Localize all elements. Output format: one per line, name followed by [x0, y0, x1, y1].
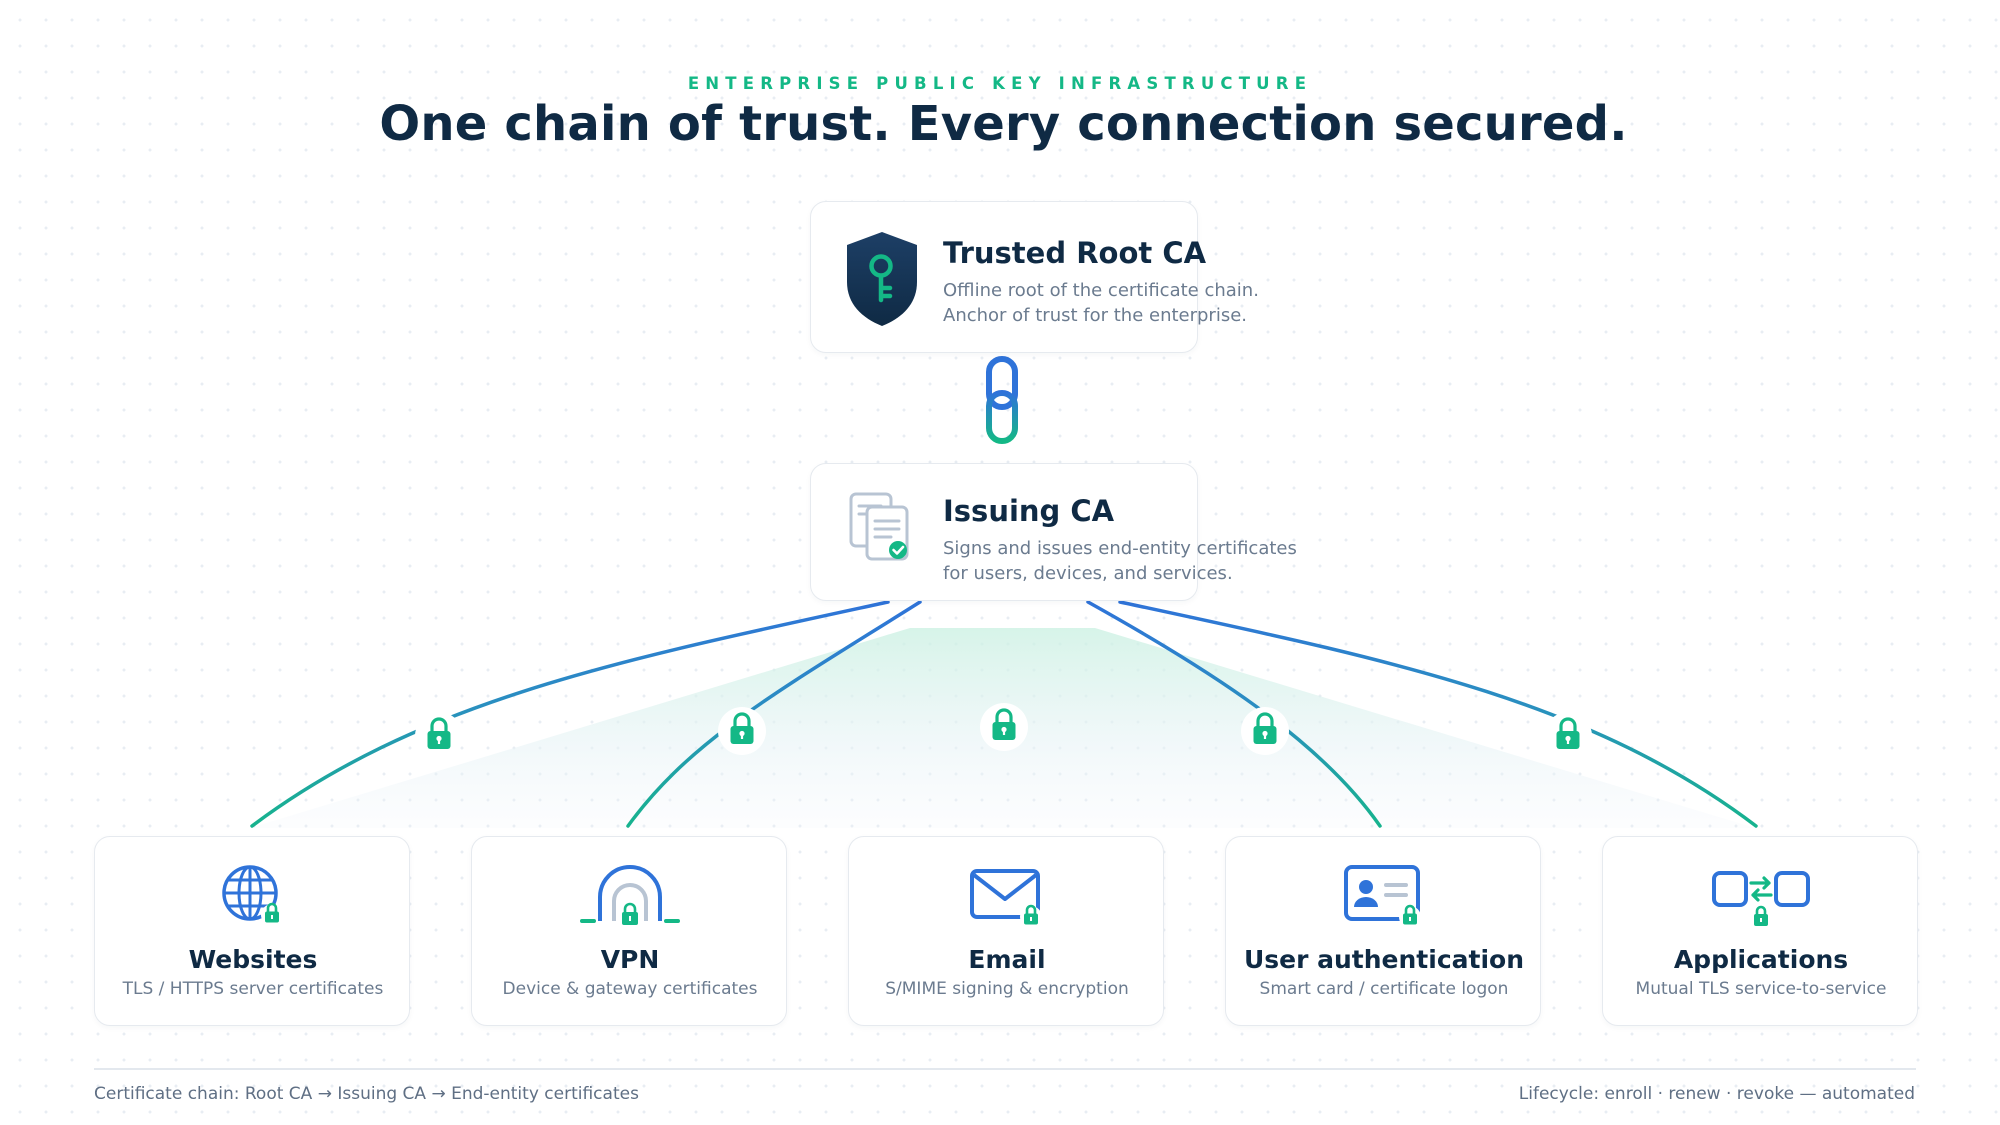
endpoint-subtitle: Smart card / certificate logon — [1259, 979, 1509, 999]
issuing-ca-description: Signs and issues end-entity certificates — [943, 538, 1297, 559]
endpoint-title: Email — [968, 945, 1046, 974]
certificate-documents-icon — [849, 492, 909, 561]
endpoint-title: VPN — [600, 945, 660, 974]
issuing-ca-description: for users, devices, and services. — [943, 563, 1233, 584]
endpoint-subtitle: Device & gateway certificates — [502, 979, 758, 999]
page-title: One chain of trust. Every connection sec… — [379, 96, 1628, 152]
connector-user-auth — [1086, 600, 1382, 828]
endpoint-subtitle: TLS / HTTPS server certificates — [122, 979, 384, 999]
footer-divider — [94, 1068, 1916, 1070]
lock-badge — [980, 703, 1028, 751]
connector-applications — [1118, 600, 1758, 828]
footer-chain-note: Certificate chain: Root CA → Issuing CA … — [94, 1084, 639, 1104]
root-ca-card: Trusted Root CA Offline root of the cert… — [810, 201, 1259, 353]
endpoint-card-vpn: VPN Device & gateway certificates — [471, 836, 787, 1026]
lock-badge — [718, 707, 766, 755]
tunnel-lock-icon — [580, 865, 680, 925]
lock-badge — [415, 712, 463, 760]
endpoint-subtitle: Mutual TLS service-to-service — [1635, 979, 1887, 999]
lock-badge — [1241, 707, 1289, 755]
issuing-ca-title: Issuing CA — [943, 494, 1115, 528]
shield-key-icon — [847, 232, 917, 326]
eyebrow-label: ENTERPRISE PUBLIC KEY INFRASTRUCTURE — [687, 74, 1313, 93]
endpoint-title: Applications — [1673, 945, 1849, 974]
endpoint-card-user-authentication: User authentication Smart card / certifi… — [1225, 836, 1541, 1026]
mutual-tls-lock-icon — [1712, 871, 1810, 926]
lock-badge — [1544, 712, 1592, 760]
endpoint-title: User authentication — [1243, 945, 1525, 974]
chain-link-icon — [986, 356, 1018, 444]
endpoint-card-email: Email S/MIME signing & encryption — [848, 836, 1164, 1026]
connector-websites — [250, 600, 890, 828]
root-ca-description: Anchor of trust for the enterprise. — [943, 305, 1248, 326]
issuing-ca-card: Issuing CA Signs and issues end-entity c… — [810, 463, 1297, 601]
root-ca-title: Trusted Root CA — [943, 236, 1207, 270]
endpoint-card-applications: Applications Mutual TLS service-to-servi… — [1602, 836, 1918, 1026]
globe-lock-icon — [222, 865, 283, 926]
endpoint-subtitle: S/MIME signing & encryption — [885, 979, 1129, 999]
root-ca-description: Offline root of the certificate chain. — [943, 280, 1259, 301]
id-card-lock-icon — [1344, 865, 1421, 928]
endpoint-title: Websites — [188, 945, 318, 974]
endpoint-card-websites: Websites TLS / HTTPS server certificates — [94, 836, 410, 1026]
envelope-lock-icon — [970, 869, 1042, 928]
footer-lifecycle-note: Lifecycle: enroll · renew · revoke — aut… — [1518, 1084, 1915, 1104]
